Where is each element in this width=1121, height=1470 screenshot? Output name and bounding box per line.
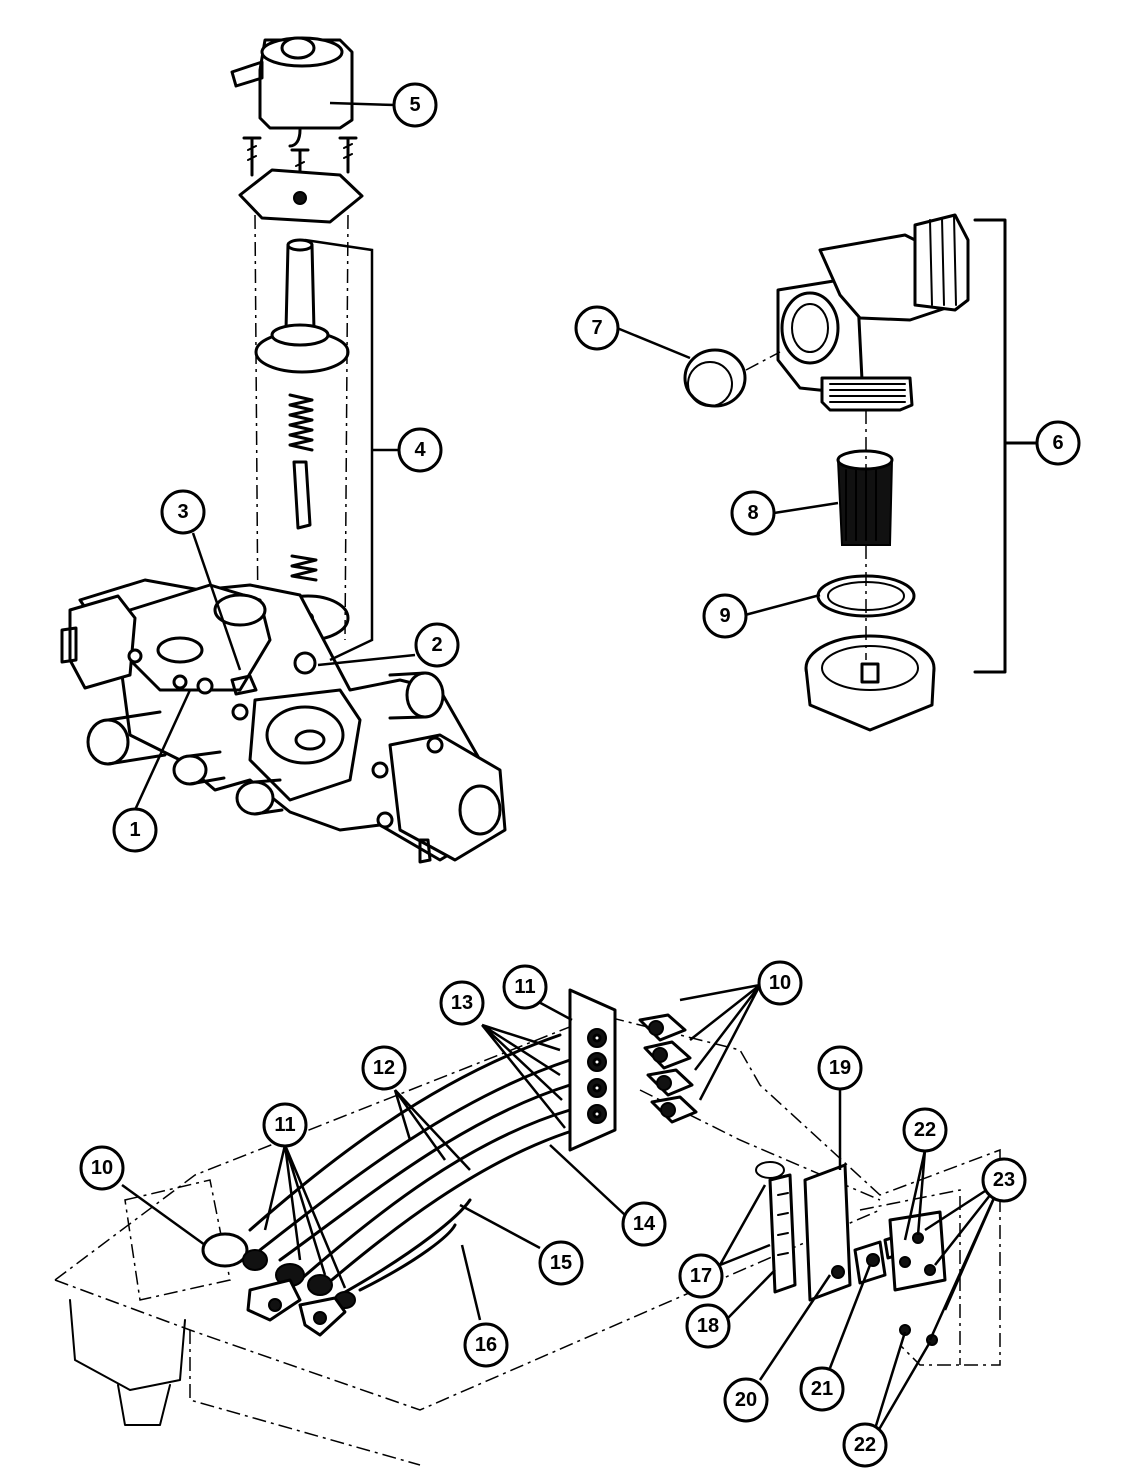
svg-text:19: 19: [829, 1057, 851, 1079]
callout-3: 3: [160, 489, 206, 535]
callout-5: 5: [392, 82, 438, 128]
svg-text:9: 9: [719, 605, 730, 627]
callout-4: 4: [397, 427, 443, 473]
svg-text:7: 7: [591, 317, 602, 339]
svg-text:22: 22: [854, 1434, 876, 1456]
callout-7: 7: [574, 305, 620, 351]
callout-18: 18: [685, 1303, 731, 1349]
svg-text:15: 15: [550, 1252, 572, 1274]
terminal-block: [568, 988, 617, 1152]
callout-2: 2: [414, 622, 460, 668]
cap: [683, 348, 747, 408]
svg-text:1: 1: [129, 819, 140, 841]
spring: [288, 393, 314, 452]
callout-13: 13: [439, 980, 485, 1026]
svg-text:3: 3: [177, 501, 188, 523]
inlet-strainer-assembly: [683, 213, 1040, 732]
harness-assembly: [54, 988, 1001, 1466]
strainer-screen: [836, 449, 894, 546]
callout-11-bottom: 11: [262, 1102, 308, 1148]
plunger: [254, 238, 350, 374]
svg-text:13: 13: [451, 992, 473, 1014]
strainer-nut: [804, 634, 936, 732]
callout-16: 16: [463, 1322, 509, 1368]
callout-21: 21: [799, 1366, 845, 1412]
relay-assembly: [755, 1161, 947, 1346]
svg-text:11: 11: [274, 1114, 295, 1136]
mixing-valve-assembly: [60, 36, 507, 864]
svg-text:17: 17: [690, 1265, 712, 1287]
callout-1: 1: [112, 807, 158, 853]
callout-22-top: 22: [902, 1107, 948, 1153]
valve-body: [60, 578, 507, 864]
callout-23: 23: [981, 1157, 1027, 1203]
svg-text:16: 16: [475, 1334, 497, 1356]
callout-9: 9: [702, 593, 748, 639]
pin: [292, 460, 312, 530]
svg-text:4: 4: [414, 439, 426, 461]
svg-text:20: 20: [735, 1389, 757, 1411]
left-connectors: [201, 1232, 356, 1337]
svg-text:14: 14: [633, 1213, 656, 1235]
callout-leaders: [121, 101, 1004, 1446]
callout-14: 14: [621, 1201, 667, 1247]
callout-19: 19: [817, 1045, 863, 1091]
svg-text:22: 22: [914, 1119, 936, 1141]
svg-text:18: 18: [697, 1315, 719, 1337]
svg-text:21: 21: [811, 1378, 833, 1400]
callout-15: 15: [538, 1240, 584, 1286]
solenoid-coil: [230, 36, 354, 148]
svg-text:23: 23: [993, 1169, 1015, 1191]
callout-11-top: 11: [502, 964, 548, 1010]
small-spring: [290, 554, 318, 582]
svg-text:5: 5: [409, 94, 420, 116]
callout-22-bottom: 22: [842, 1422, 888, 1468]
callout-10-bottom: 10: [79, 1145, 125, 1191]
callout-10-top: 10: [757, 960, 803, 1006]
svg-text:11: 11: [514, 976, 535, 998]
svg-text:10: 10: [91, 1157, 113, 1179]
svg-text:6: 6: [1052, 432, 1063, 454]
callout-6: 6: [1035, 420, 1081, 466]
svg-text:2: 2: [431, 634, 442, 656]
callout-12: 12: [361, 1045, 407, 1091]
svg-text:8: 8: [747, 502, 758, 524]
terminal-connectors: [638, 1013, 698, 1124]
callout-8: 8: [730, 490, 776, 536]
svg-text:12: 12: [373, 1057, 395, 1079]
svg-text:10: 10: [769, 972, 791, 994]
callout-20: 20: [723, 1377, 769, 1423]
callout-17: 17: [678, 1253, 724, 1299]
